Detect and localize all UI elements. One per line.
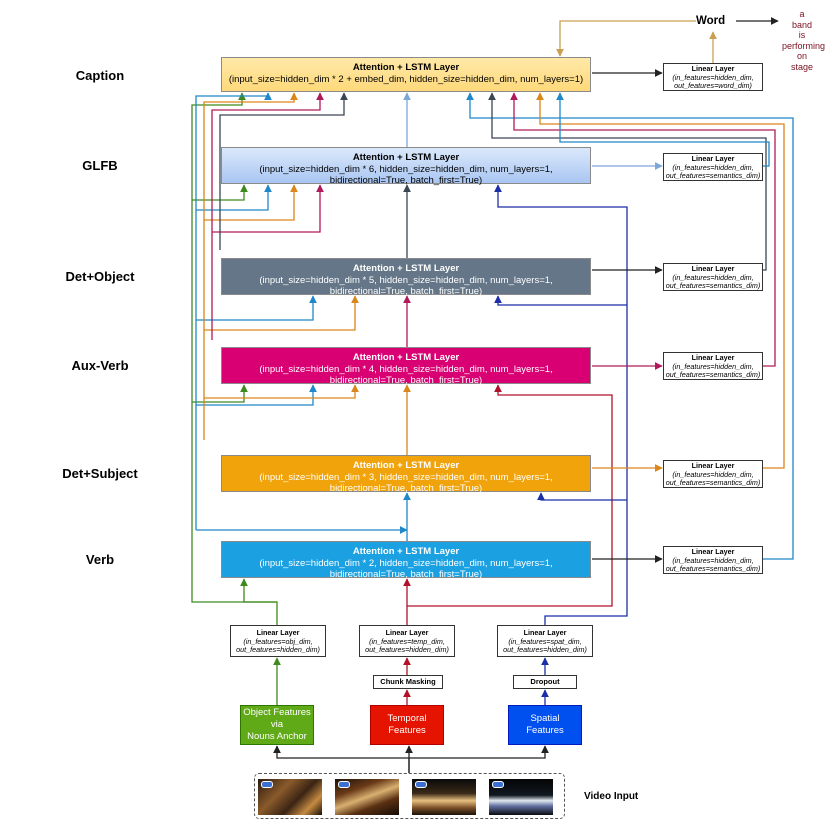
row-label-glfb: GLFB xyxy=(82,158,118,173)
logo-icon xyxy=(492,781,504,788)
linear-title: Linear Layer xyxy=(385,628,429,637)
aux-verb-to-glfb-arrow xyxy=(212,184,324,233)
spatial-features-box: Spatial Features xyxy=(508,705,582,745)
det-subject-to-aux-verb-side-arrow xyxy=(204,384,359,399)
dropout-box: Dropout xyxy=(513,675,577,689)
lstm-params: (input_size=hidden_dim * 2 + embed_dim, … xyxy=(228,73,584,85)
lstm-title: Attention + LSTM Layer xyxy=(352,352,460,363)
aux-verb-to-caption-arrow xyxy=(211,92,324,340)
linear-params: (in_features=hidden_dim, out_features=se… xyxy=(665,272,761,290)
row-label-caption: Caption xyxy=(75,68,125,83)
video-input-label: Video Input xyxy=(584,791,639,802)
det-object-to-caption-arrow xyxy=(219,92,348,250)
temporal-linear-layer: Linear Layer (in_features=temp_dim, out_… xyxy=(359,625,455,657)
spatial-to-det-subject-arrow xyxy=(537,492,627,501)
linear-params: (in_features=temp_dim, out_features=hidd… xyxy=(365,636,449,654)
logo-icon xyxy=(261,781,273,788)
output-caption-text: a band is performing on stage xyxy=(782,9,826,72)
chunk-masking-box: Chunk Masking xyxy=(373,675,443,689)
verb-to-caption-arrow xyxy=(195,92,272,530)
object-to-glfb-arrow xyxy=(192,184,248,201)
glfb-semantics-to-caption-arrow xyxy=(556,92,770,167)
det-subject-to-caption-arrow xyxy=(203,92,298,440)
det-subject-lstm-block: Attention + LSTM Layer (input_size=hidde… xyxy=(221,455,591,495)
verb-semantics-to-caption-arrow xyxy=(466,92,794,560)
linear-title: Linear Layer xyxy=(523,628,567,637)
linear-params: (in_features=hidden_dim, out_features=wo… xyxy=(672,72,754,90)
linear-title: Linear Layer xyxy=(691,353,735,362)
det-subject-linear-layer: Linear Layer (in_features=hidden_dim, ou… xyxy=(663,460,763,488)
row-label-det-subject: Det+Subject xyxy=(62,466,138,481)
object-features-box: Object Features via Nouns Anchor xyxy=(240,705,314,745)
lstm-title: Attention + LSTM Layer xyxy=(352,152,460,163)
verb-to-glfb-arrow xyxy=(196,184,272,211)
video-frame-image xyxy=(489,779,553,815)
caption-lstm-block: Attention + LSTM Layer (input_size=hidde… xyxy=(221,57,591,92)
lstm-params: (input_size=hidden_dim * 2, hidden_size=… xyxy=(259,557,553,581)
det-object-lstm-block: Attention + LSTM Layer (input_size=hidde… xyxy=(221,258,591,298)
object-to-caption-arrow xyxy=(191,92,277,603)
linear-title: Linear Layer xyxy=(691,264,735,273)
output-word-label: Word xyxy=(696,15,726,27)
row-label-verb: Verb xyxy=(85,552,115,567)
row-label-aux-verb: Aux-Verb xyxy=(71,358,129,373)
glfb-linear-layer: Linear Layer (in_features=hidden_dim, ou… xyxy=(663,153,763,181)
video-frame-image xyxy=(412,779,476,815)
lstm-title: Attention + LSTM Layer xyxy=(352,263,460,274)
linear-params: (in_features=obj_dim, out_features=hidde… xyxy=(236,636,320,654)
spatial-to-glfb-arrow xyxy=(494,184,628,625)
linear-params: (in_features=hidden_dim, out_features=se… xyxy=(665,361,761,379)
linear-params: (in_features=hidden_dim, out_features=se… xyxy=(665,162,761,180)
row-label-det-object: Det+Object xyxy=(65,269,135,284)
linear-title: Linear Layer xyxy=(691,64,735,73)
det-subject-to-det-object-arrow xyxy=(204,295,359,331)
logo-icon xyxy=(415,781,427,788)
linear-title: Linear Layer xyxy=(691,154,735,163)
verb-to-det-object-arrow xyxy=(196,295,317,321)
lstm-title: Attention + LSTM Layer xyxy=(352,460,460,471)
glfb-lstm-block: Attention + LSTM Layer (input_size=hidde… xyxy=(221,147,591,187)
object-to-aux-verb-arrow xyxy=(192,384,248,403)
video-to-object-arrow xyxy=(273,745,410,773)
lstm-params: (input_size=hidden_dim * 6, hidden_size=… xyxy=(259,163,553,187)
lstm-title: Attention + LSTM Layer xyxy=(352,62,460,73)
lstm-title: Attention + LSTM Layer xyxy=(352,546,460,557)
word-feedback-arrow xyxy=(556,20,696,57)
linear-title: Linear Layer xyxy=(691,461,735,470)
verb-to-aux-verb-arrow xyxy=(196,384,317,406)
linear-title: Linear Layer xyxy=(691,547,735,556)
det-subject-to-glfb-arrow xyxy=(204,184,298,221)
lstm-params: (input_size=hidden_dim * 5, hidden_size=… xyxy=(259,274,553,298)
spatial-to-det-object-arrow xyxy=(494,295,627,306)
object-linear-layer: Linear Layer (in_features=obj_dim, out_f… xyxy=(230,625,326,657)
verb-linear-layer: Linear Layer (in_features=hidden_dim, ou… xyxy=(663,546,763,574)
aux-verb-linear-layer: Linear Layer (in_features=hidden_dim, ou… xyxy=(663,352,763,380)
temporal-features-box: Temporal Features xyxy=(370,705,444,745)
lstm-params: (input_size=hidden_dim * 3, hidden_size=… xyxy=(259,471,553,495)
video-input-frames xyxy=(254,773,565,819)
linear-params: (in_features=spat_dim, out_features=hidd… xyxy=(503,636,587,654)
det-object-semantics-to-caption-arrow xyxy=(488,92,767,271)
aux-verb-semantics-to-caption-arrow xyxy=(510,92,776,367)
video-frame-image xyxy=(335,779,399,815)
det-object-linear-layer: Linear Layer (in_features=hidden_dim, ou… xyxy=(663,263,763,291)
video-to-spatial-arrow xyxy=(409,745,549,759)
linear-params: (in_features=hidden_dim, out_features=se… xyxy=(665,555,761,573)
caption-linear-layer: Linear Layer (in_features=hidden_dim, ou… xyxy=(663,63,763,91)
logo-icon xyxy=(338,781,350,788)
spatial-linear-layer: Linear Layer (in_features=spat_dim, out_… xyxy=(497,625,593,657)
lstm-params: (input_size=hidden_dim * 4, hidden_size=… xyxy=(259,363,553,387)
det-subject-semantics-to-caption-arrow xyxy=(536,92,785,469)
temporal-to-aux-verb-arrow xyxy=(407,384,613,607)
aux-verb-lstm-block: Attention + LSTM Layer (input_size=hidde… xyxy=(221,347,591,387)
linear-title: Linear Layer xyxy=(256,628,300,637)
linear-params: (in_features=hidden_dim, out_features=se… xyxy=(665,469,761,487)
video-frame-image xyxy=(258,779,322,815)
verb-lstm-block: Attention + LSTM Layer (input_size=hidde… xyxy=(221,541,591,581)
